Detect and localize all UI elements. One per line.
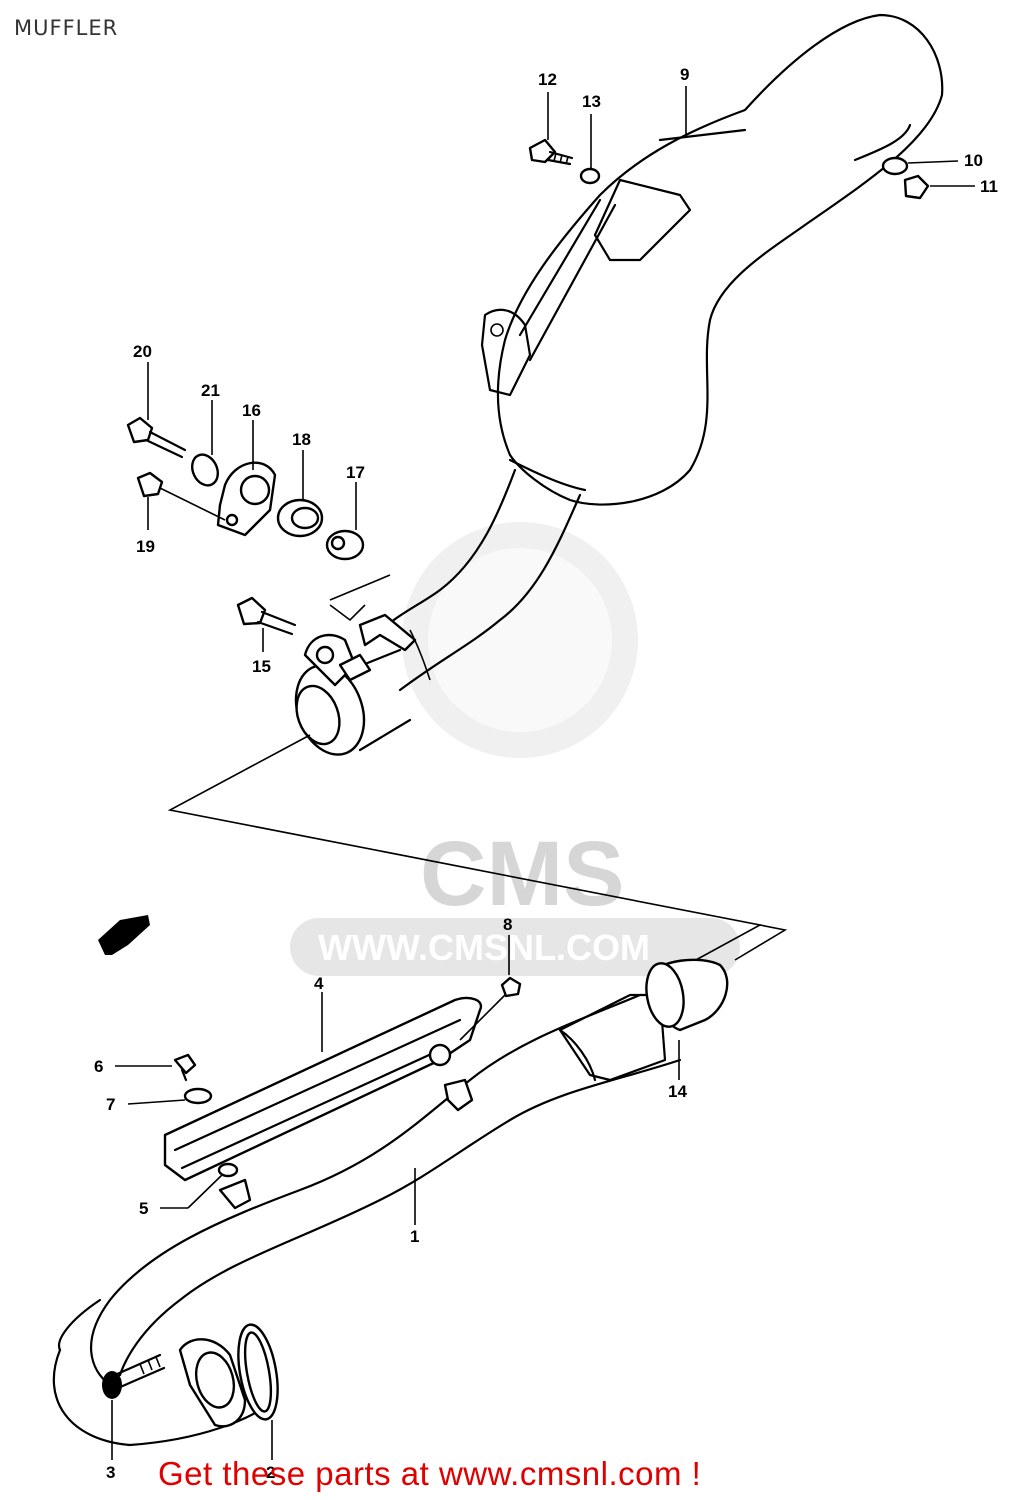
cushion-18: [276, 498, 324, 538]
callout-4: 4: [314, 974, 324, 993]
bolt-15: [236, 596, 297, 636]
callout-19: 19: [136, 537, 155, 556]
washer-13: [579, 167, 601, 185]
gasket-2: [237, 1323, 279, 1421]
bracket-16: [216, 461, 277, 537]
callout-21: 21: [201, 381, 220, 400]
reference-lines: [167, 574, 788, 986]
callout-8: 8: [503, 915, 512, 934]
watermark-brand: CMS: [420, 823, 624, 925]
clip-5: [217, 1162, 252, 1210]
bolt-3: [102, 1353, 166, 1399]
callout-12: 12: [538, 70, 557, 89]
heat-shield: [163, 996, 483, 1182]
muffler-body: [480, 13, 944, 506]
muffler-inlet-pipe: [368, 468, 582, 692]
callout-11: 11: [980, 177, 998, 196]
nut-19: [136, 471, 226, 521]
grommet-10: [881, 156, 909, 176]
callout-13: 13: [582, 92, 601, 111]
screw-6: [173, 1053, 197, 1082]
callout-5: 5: [139, 1199, 148, 1218]
bolt-8: [500, 976, 522, 998]
exhaust-flange: [178, 1338, 247, 1428]
callout-2: 2: [266, 1463, 275, 1482]
watermark-url: WWW.CMSNL.COM: [318, 927, 650, 968]
leader-lines: [111, 86, 975, 1460]
front-arrow-icon: [98, 915, 150, 955]
washer-7: [183, 1087, 213, 1105]
callout-15: 15: [252, 657, 271, 676]
cms-watermark: CMS WWW.CMSNL.COM: [290, 522, 740, 976]
washer-17: [325, 529, 365, 561]
bolt-20: [126, 416, 187, 459]
exhaust-pipe: [52, 993, 682, 1447]
bolt-12: [528, 138, 574, 166]
callout-6: 6: [94, 1057, 103, 1076]
footer-promo-link[interactable]: Get these parts at www.cmsnl.com !: [158, 1455, 702, 1492]
sleeve-14: [645, 958, 729, 1032]
callout-20: 20: [133, 342, 152, 361]
callout-1: 1: [410, 1227, 419, 1246]
washer-21: [190, 453, 220, 487]
callout-17: 17: [346, 463, 365, 482]
callout-7: 7: [106, 1095, 115, 1114]
callout-numbers: 12 13 9 10 11 20 21 16 18 17 19 15 8 4 6…: [94, 65, 998, 1482]
muffler-clamp: [294, 613, 417, 756]
callout-3: 3: [106, 1463, 115, 1482]
callout-10: 10: [964, 151, 983, 170]
page-title: MUFFLER: [14, 16, 119, 40]
callout-9: 9: [680, 65, 689, 84]
callout-18: 18: [292, 430, 311, 449]
callout-16: 16: [242, 401, 261, 420]
callout-14: 14: [668, 1082, 687, 1101]
nut-11: [903, 174, 930, 200]
